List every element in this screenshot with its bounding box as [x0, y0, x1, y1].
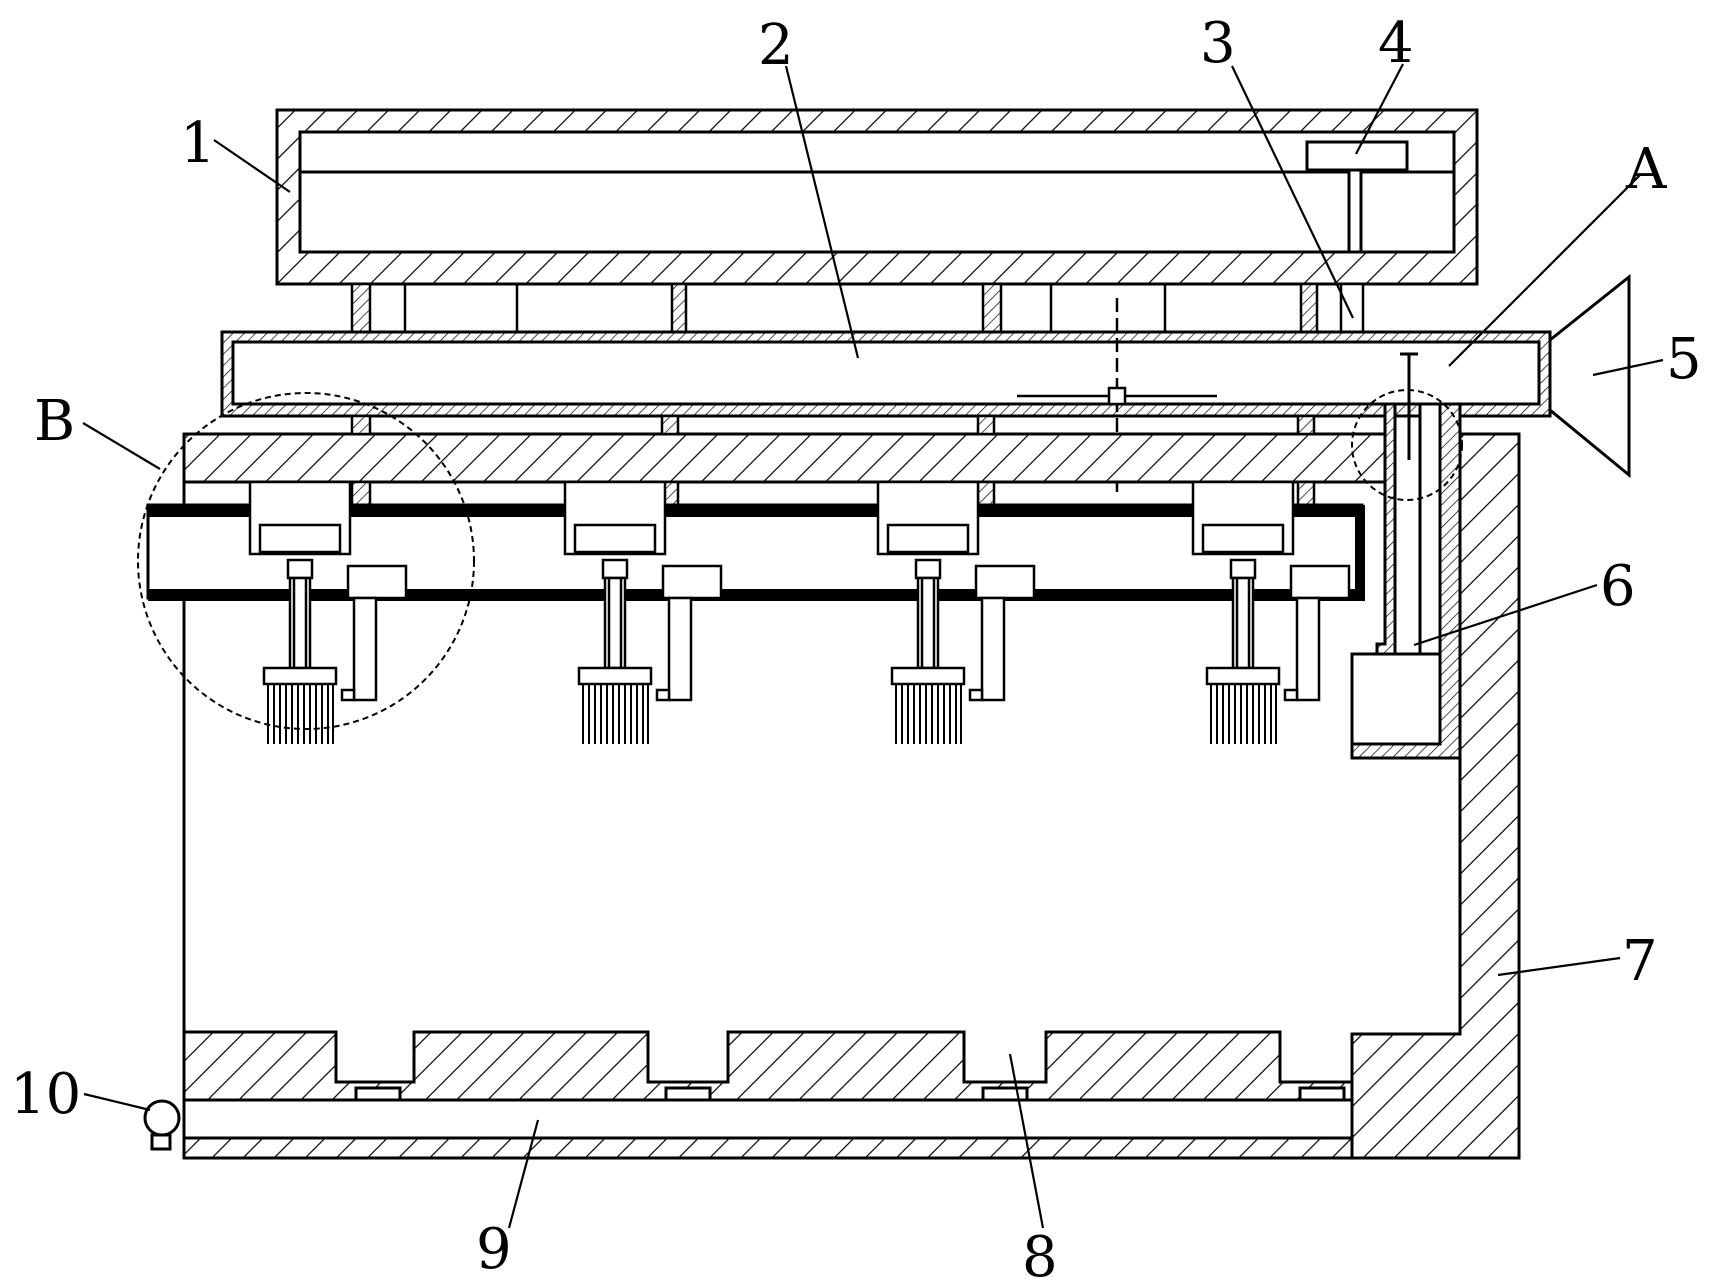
label-1: 1	[180, 111, 216, 176]
label-b: B	[34, 389, 75, 454]
label-4: 4	[1378, 11, 1414, 76]
label-a: A	[1625, 137, 1667, 202]
outlet-nozzle	[1548, 273, 1631, 479]
bottom-blocks	[182, 1030, 1354, 1102]
label-3: 3	[1200, 11, 1236, 76]
collector	[1350, 402, 1462, 760]
label-10: 10	[10, 1062, 81, 1127]
brush-units	[248, 480, 1351, 744]
drain-channel	[182, 1098, 1354, 1140]
brush-unit-3	[876, 480, 1036, 744]
air-duct	[220, 298, 1552, 495]
brush-unit-4	[1191, 480, 1351, 744]
label-5: 5	[1666, 327, 1702, 392]
label-9: 9	[476, 1217, 512, 1282]
brush-unit-2	[563, 480, 723, 744]
label-8: 8	[1022, 1225, 1058, 1283]
label-6: 6	[1600, 554, 1636, 619]
drain-valve	[143, 1099, 181, 1151]
label-2: 2	[758, 13, 794, 78]
brush-unit-1	[248, 480, 408, 744]
leader-lines	[82, 63, 1664, 1229]
callout-labels: 1 2 3 4 A 5 B 6 7 10 9 8	[10, 11, 1702, 1283]
detail-circles	[137, 389, 1463, 730]
label-7: 7	[1622, 929, 1658, 994]
top-housing	[275, 108, 1479, 286]
main-box	[182, 432, 1521, 1160]
